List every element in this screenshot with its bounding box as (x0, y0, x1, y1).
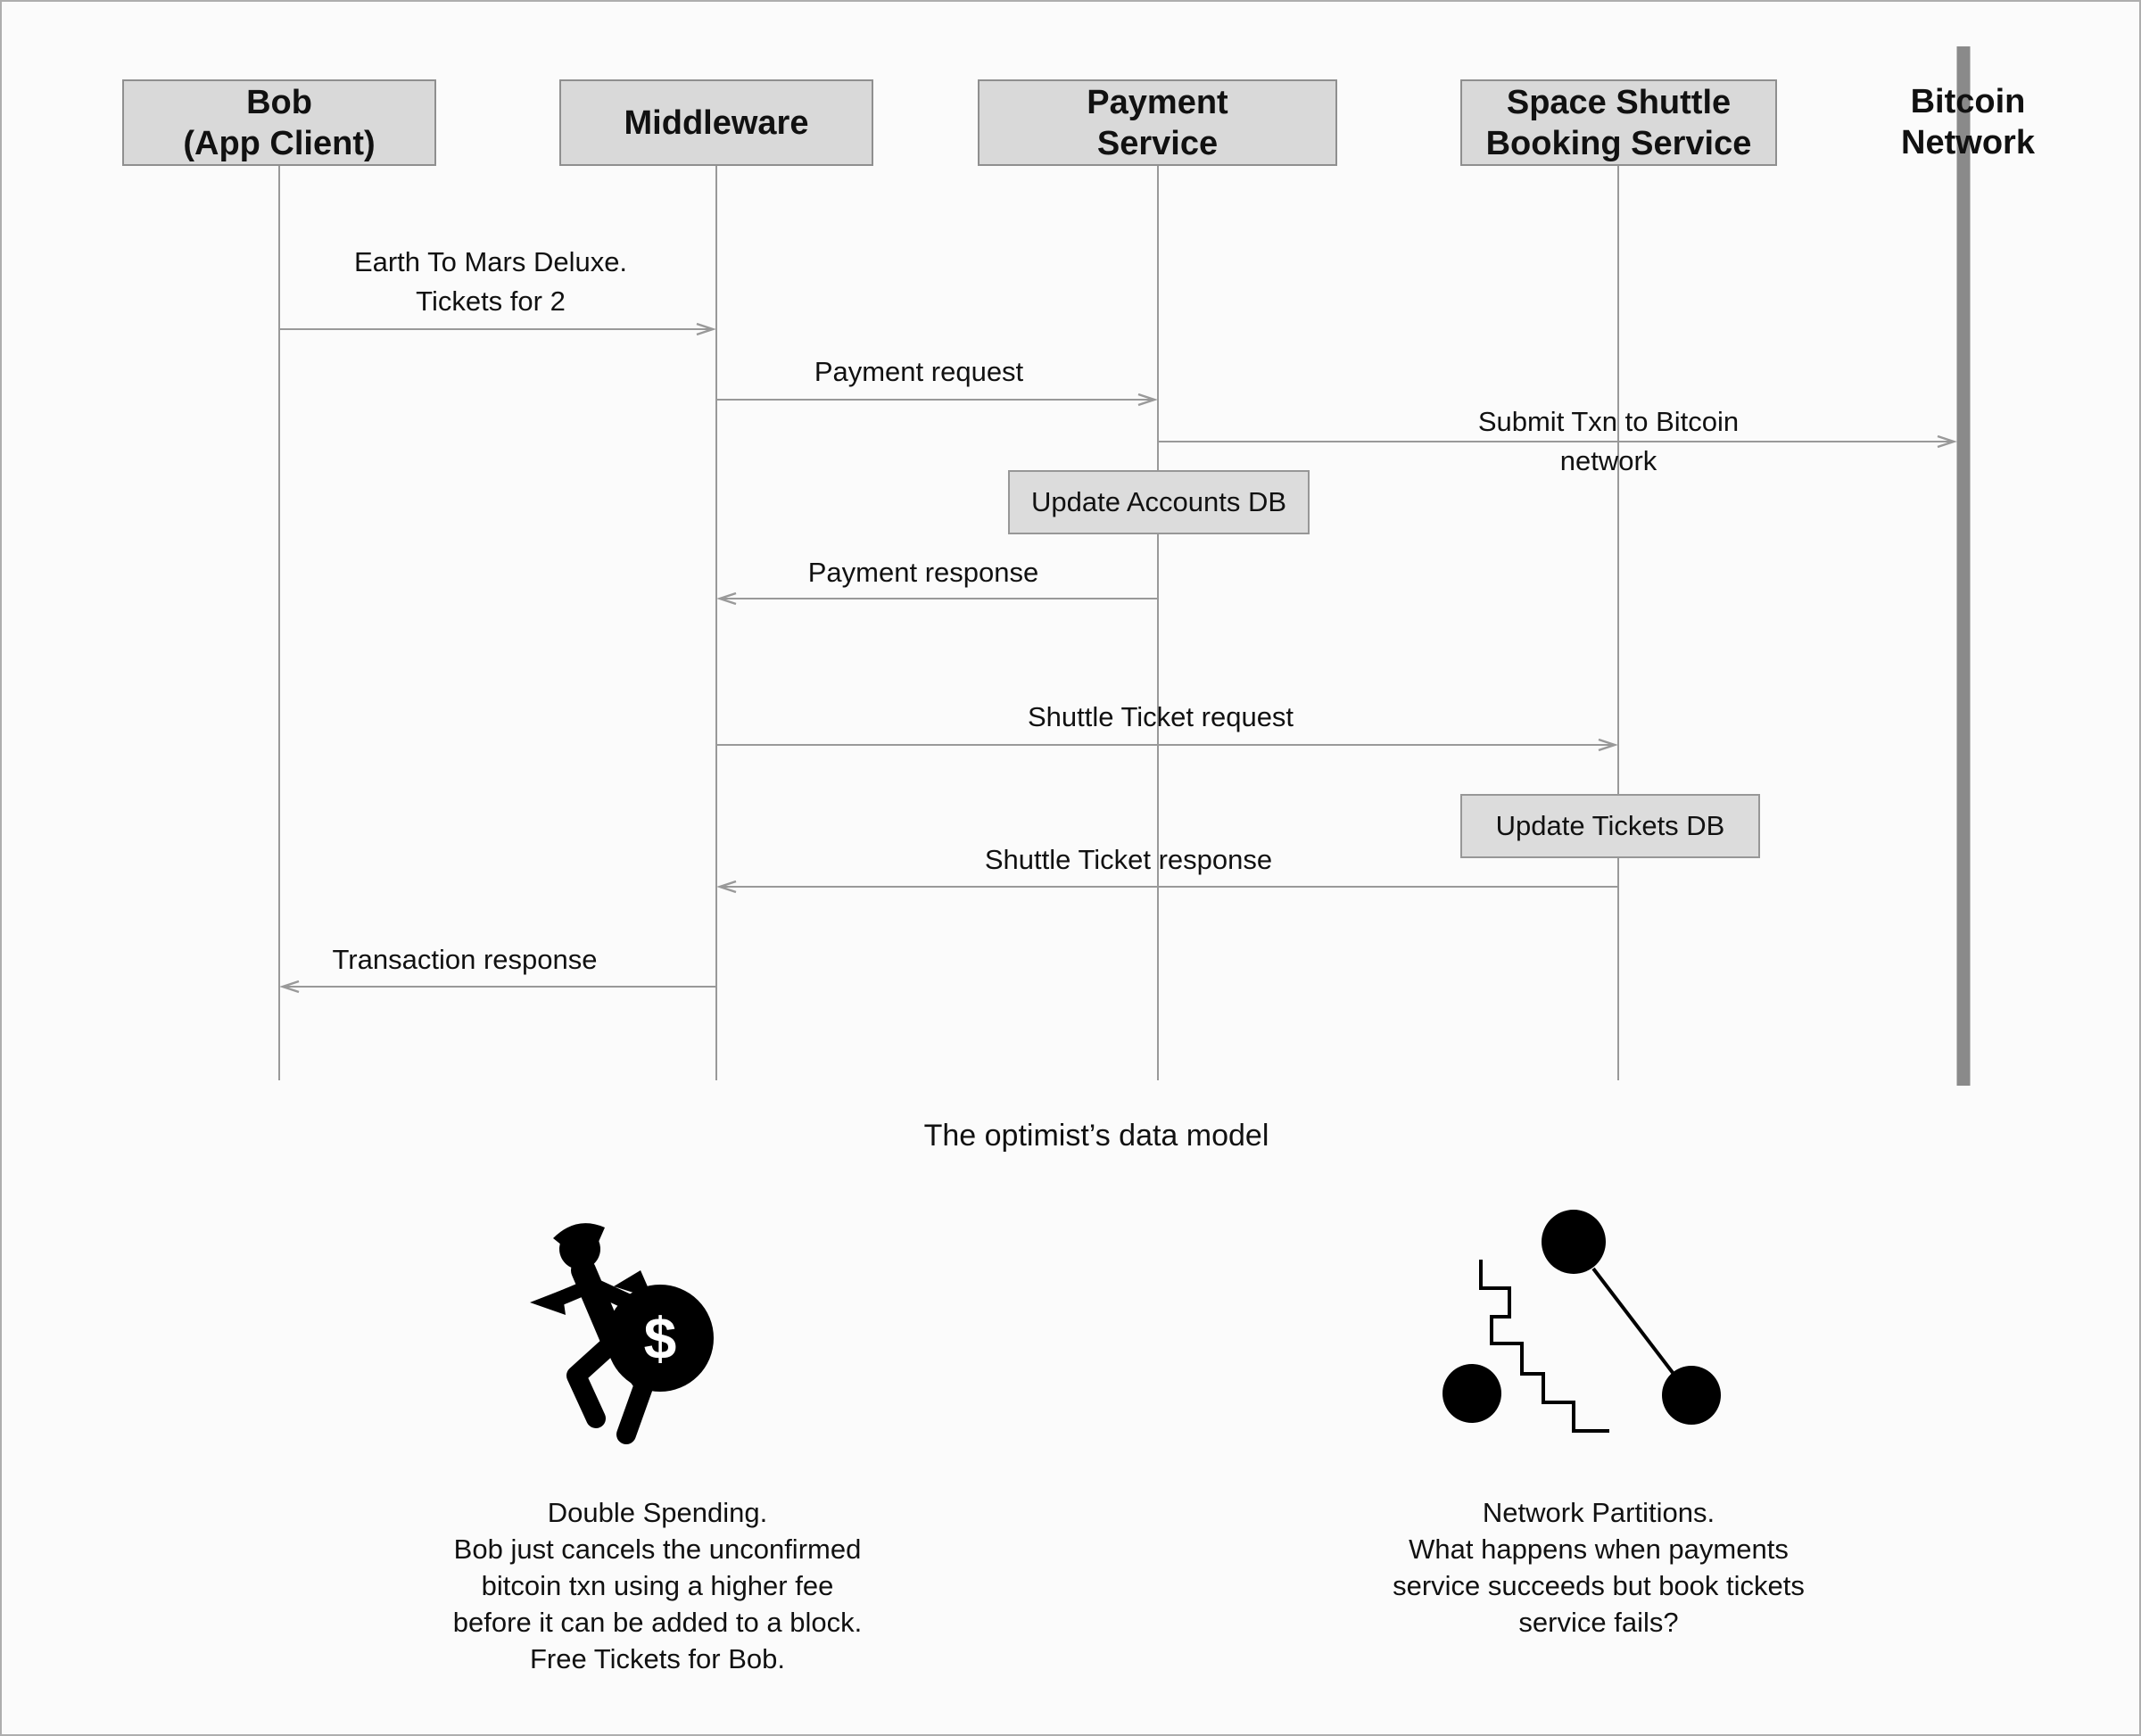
callout-network-partitions-text: Network Partitions. What happens when pa… (1393, 1497, 1805, 1638)
message-order-line2: Tickets for 2 (416, 285, 566, 317)
note-update-tickets-db: Update Tickets DB (1460, 794, 1760, 858)
partition-node-left (1442, 1364, 1501, 1423)
partition-node-top (1542, 1210, 1606, 1274)
actor-booking-label-line2: Booking Service (1485, 124, 1752, 162)
message-submit-txn-line2: network (1559, 445, 1657, 476)
actor-label-bitcoin-network: Bitcoin Network (1825, 78, 2111, 167)
actor-bitcoin-label-line2: Network (1901, 124, 2035, 161)
network-partition-icon (1440, 1208, 1725, 1453)
robber-leg-back (604, 1332, 654, 1444)
actor-box-middleware: Middleware (559, 79, 873, 166)
robber-cap (553, 1223, 605, 1245)
message-label-payment-request: Payment request (814, 356, 1024, 387)
robber-leg-front (566, 1332, 624, 1428)
partition-node-right (1662, 1366, 1721, 1425)
diagram-caption: The optimist’s data model (923, 1119, 1269, 1153)
actor-payment-label-line1: Payment (1087, 83, 1228, 121)
actor-booking-label-line1: Space Shuttle (1506, 83, 1732, 121)
message-label-order-tickets: Earth To Mars Deluxe. Tickets for 2 (354, 243, 627, 321)
money-bag-knot (614, 1270, 653, 1299)
actor-box-booking-service: Space Shuttle Booking Service (1460, 79, 1777, 166)
partition-broken-link (1479, 1260, 1609, 1433)
message-label-submit-txn: Submit Txn to Bitcoin network (1478, 402, 1739, 481)
message-order-line1: Earth To Mars Deluxe. (353, 246, 628, 277)
robber-money-bag-icon: $ (525, 1213, 739, 1472)
message-label-transaction-response: Transaction response (332, 944, 598, 975)
partition-link (1591, 1267, 1675, 1376)
actor-box-bob: Bob (App Client) (122, 79, 436, 166)
money-bag-dollar: $ (644, 1305, 677, 1371)
actor-bitcoin-label-line1: Bitcoin (1910, 83, 2026, 120)
actor-bob-label-line1: Bob (246, 83, 312, 121)
actor-payment-label-line2: Service (1096, 124, 1219, 162)
message-label-shuttle-ticket-request: Shuttle Ticket request (1027, 701, 1294, 732)
message-submit-txn-line1: Submit Txn to Bitcoin (1477, 406, 1740, 437)
actor-bob-label-line2: (App Client) (183, 124, 376, 162)
robber-arm-front (548, 1279, 596, 1308)
note-update-accounts-db: Update Accounts DB (1008, 470, 1310, 534)
callout-double-spending-text: Double Spending. Bob just cancels the un… (452, 1497, 863, 1674)
actor-middleware-label: Middleware (624, 103, 809, 142)
actor-box-payment-service: Payment Service (978, 79, 1337, 166)
message-label-payment-response: Payment response (807, 557, 1039, 588)
message-label-shuttle-ticket-response: Shuttle Ticket response (984, 844, 1273, 875)
